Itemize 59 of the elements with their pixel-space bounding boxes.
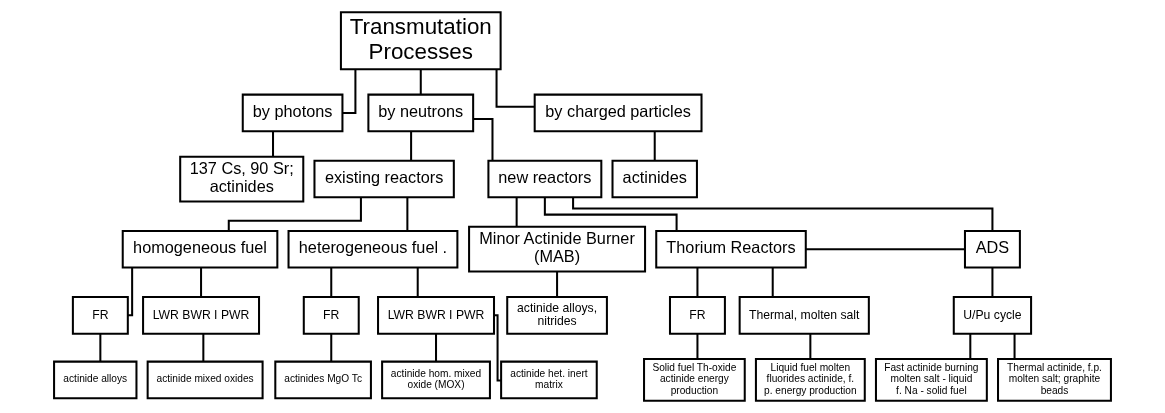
node-box: LWR BWR I PWR — [377, 296, 495, 335]
connector — [809, 333, 812, 360]
connector — [227, 197, 362, 231]
connector — [272, 131, 275, 157]
node-box: Transmutation Processes — [339, 11, 502, 71]
node-box: homogeneous fuel — [121, 229, 279, 269]
node-box: existing reactors — [313, 159, 455, 199]
node-box: Thermal, molten salt — [738, 296, 870, 335]
node-box: Thermal actinide, f.p. molten salt; graphite beads — [997, 358, 1112, 402]
node-box: heterogeneous fuel . — [287, 229, 459, 269]
connector — [696, 333, 699, 360]
connector — [419, 69, 422, 95]
node-box: actinide mixed oxides — [146, 360, 264, 400]
node-box: 137 Cs, 90 Sr; actinides — [179, 155, 305, 203]
connector — [435, 333, 438, 362]
connector — [473, 118, 494, 161]
node-box: new reactors — [487, 159, 603, 199]
node-box: Minor Actinide Burner (MAB) — [468, 225, 647, 273]
node-box: FR — [302, 296, 360, 335]
node-box: by neutrons — [367, 93, 475, 133]
connector — [771, 267, 774, 297]
connector — [330, 267, 333, 297]
node-box: actinides MgO Tc — [274, 360, 372, 400]
connector — [128, 267, 134, 317]
connector — [696, 267, 699, 297]
node-box: Solid fuel Th-oxide actinide energy production — [643, 358, 746, 402]
connector — [406, 197, 409, 231]
connector — [991, 267, 994, 297]
node-box: ADS — [963, 229, 1021, 269]
node-box: actinide hom. mixed oxide (MOX) — [381, 360, 491, 400]
node-box: actinides — [611, 159, 698, 199]
connector — [556, 271, 559, 297]
node-box: actinide het. inert matrix — [500, 360, 598, 400]
node-box: FR — [668, 296, 726, 335]
connector — [495, 69, 535, 108]
connector — [410, 131, 413, 161]
connector — [515, 197, 518, 227]
connector — [99, 333, 102, 362]
connector — [342, 69, 357, 114]
connector — [572, 197, 994, 231]
node-box: Thorium Reactors — [655, 229, 807, 269]
node-box: U/Pu cycle — [952, 296, 1033, 335]
node-box: by photons — [241, 93, 344, 133]
node-box: LWR BWR I PWR — [142, 296, 261, 335]
connector — [202, 333, 205, 362]
node-box: FR — [71, 296, 129, 335]
node-box: Fast actinide burning molten salt - liquid f. Na - solid fuel — [874, 358, 988, 402]
node-box: actinide alloys — [53, 360, 138, 400]
connector — [416, 267, 419, 297]
connector — [805, 248, 965, 251]
connector — [969, 333, 972, 360]
connector — [200, 267, 203, 297]
node-box: Liquid fuel molten fluorides actinide, f. p. energy production — [754, 358, 866, 402]
connector — [653, 131, 656, 161]
node-box: actinide alloys, nitrides — [506, 296, 608, 335]
connector — [330, 333, 333, 362]
connector — [1013, 333, 1016, 360]
node-box: by charged particles — [533, 93, 703, 133]
connector — [494, 314, 501, 382]
